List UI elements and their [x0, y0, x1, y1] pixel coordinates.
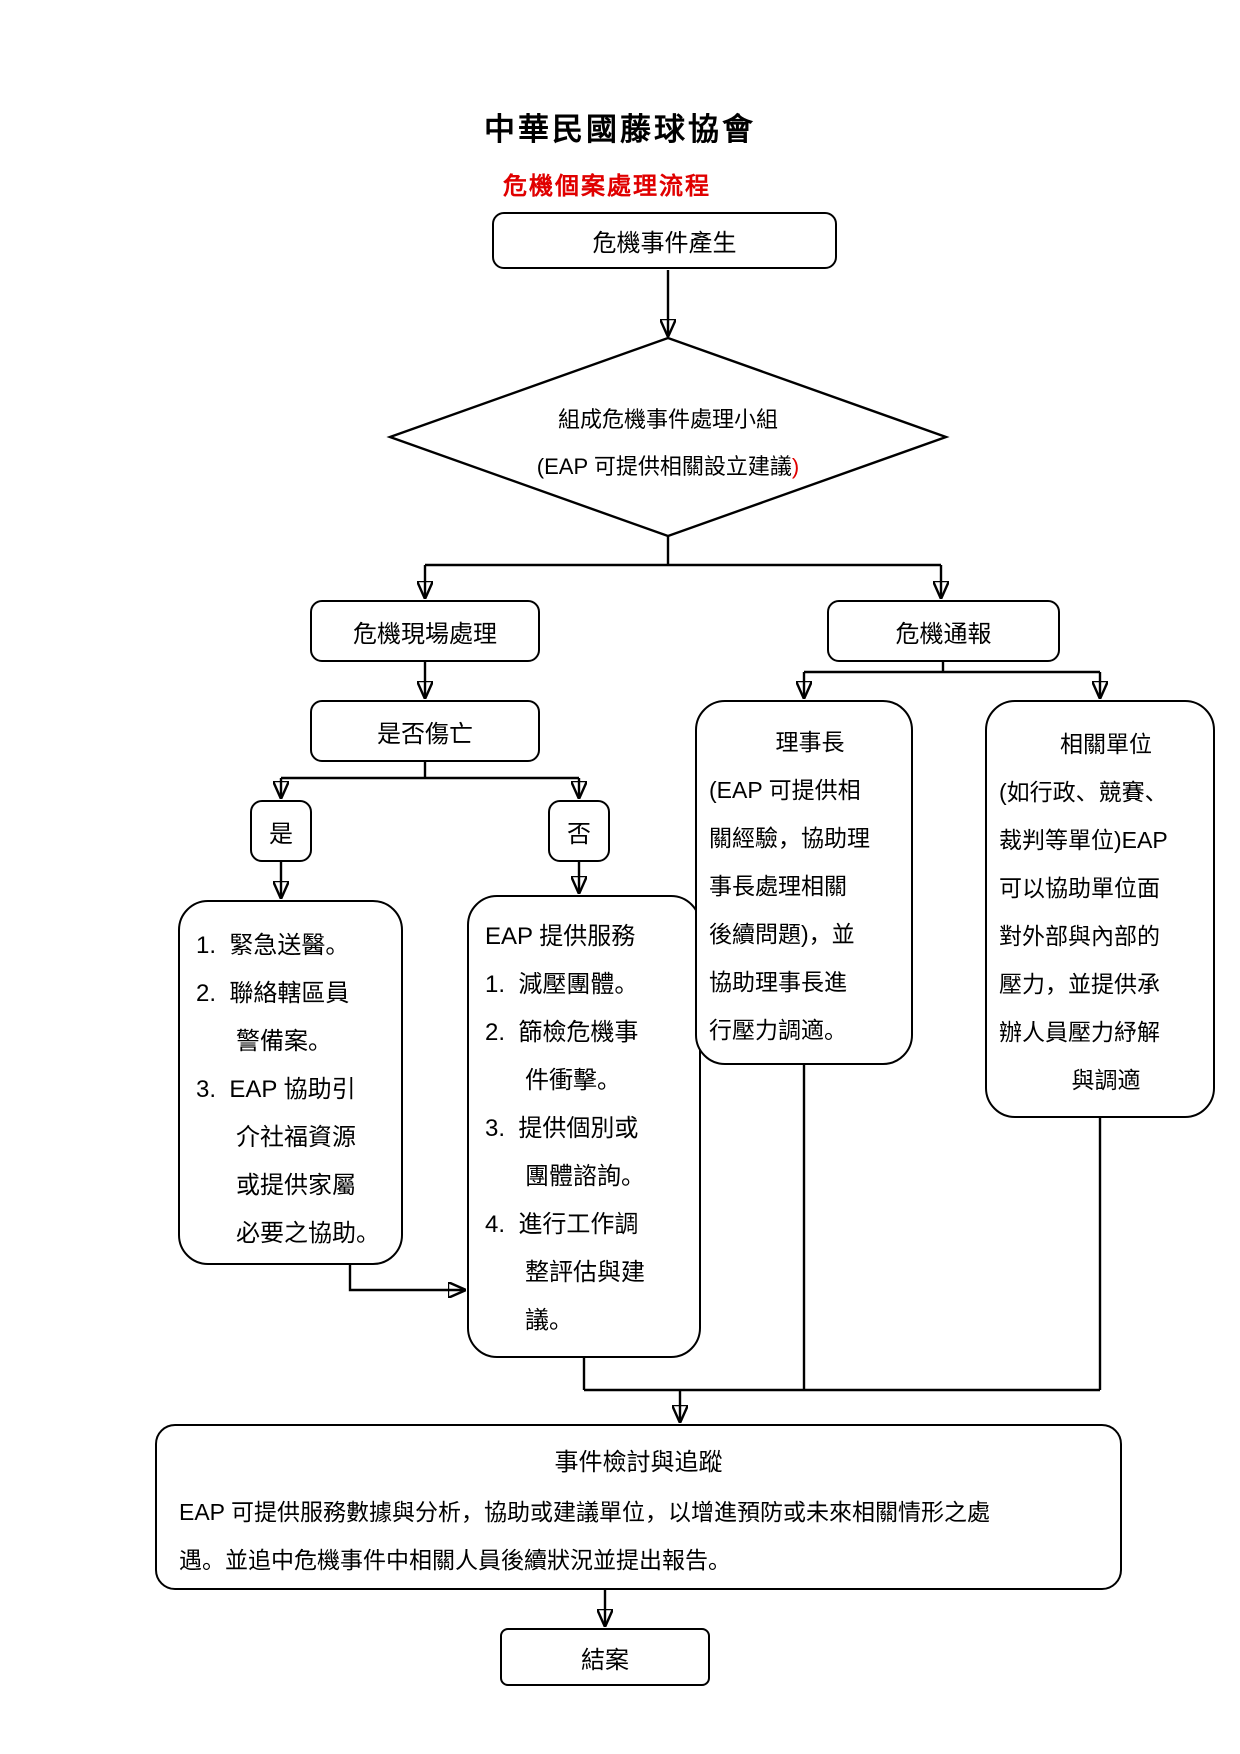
- text-row: 議。: [525, 1307, 573, 1334]
- node-yes-actions: 1. 緊急送醫。 2. 聯絡轄區員警備案。 3. EAP 協助引介社福資源或提供家屬…: [178, 900, 403, 1265]
- node-close-case-label: 結案: [581, 1646, 629, 1674]
- text-row: 1. 緊急送醫。: [196, 932, 350, 959]
- text-row: 相關單位: [1060, 731, 1152, 757]
- node-no-label: 否: [567, 820, 591, 848]
- text-row: 與調適: [1071, 1067, 1141, 1093]
- text-row: (如行政、競賽、: [999, 779, 1168, 805]
- text-row: 可以協助單位面: [999, 875, 1160, 901]
- node-yes: 是: [250, 800, 312, 862]
- node-yes-label: 是: [269, 820, 293, 848]
- text-row: EAP 提供服務: [485, 923, 636, 950]
- node-casualty-question: 是否傷亡: [310, 700, 540, 762]
- text-row: 協助理事長進: [709, 969, 847, 995]
- text-row: 行壓力調適。: [709, 1017, 847, 1043]
- text-row: 2. 篩檢危機事: [485, 1019, 639, 1046]
- decision-line2: (EAP 可提供相關設立建議): [418, 443, 918, 490]
- node-review-followup: 事件檢討與追蹤 EAP 可提供服務數據與分析，協助或建議單位，以增進預防或未來相…: [155, 1424, 1122, 1590]
- text-row: EAP 可提供服務數據與分析，協助或建議單位，以增進預防或未來相關情形之處: [179, 1499, 990, 1525]
- page-subtitle: 危機個案處理流程: [503, 171, 711, 200]
- arrow-actions-to-eap: [348, 1265, 463, 1290]
- text-row: 整評估與建: [525, 1259, 645, 1286]
- node-chairman: 理事長 (EAP 可提供相關經驗，協助理事長處理相關後續問題)，並協助理事長進行壓…: [695, 700, 913, 1065]
- node-casualty-question-label: 是否傷亡: [377, 720, 473, 748]
- node-no: 否: [548, 800, 610, 862]
- text-row: 團體諮詢。: [525, 1163, 645, 1190]
- text-row: 遇。並追中危機事件中相關人員後續狀況並提出報告。: [179, 1547, 731, 1573]
- connector-casualty-split: [281, 762, 579, 780]
- page-title: 中華民國藤球協會: [484, 112, 756, 148]
- review-paragraph: EAP 可提供服務數據與分析，協助或建議單位，以增進預防或未來相關情形之處遇。並…: [157, 1488, 1120, 1584]
- text-row: 辦人員壓力紓解: [999, 1019, 1160, 1045]
- node-onsite-handling-label: 危機現場處理: [353, 620, 497, 648]
- node-crisis-occurs: 危機事件產生: [492, 212, 837, 269]
- decision-line2-paren: ): [791, 454, 800, 479]
- text-row: 關經驗，協助理: [709, 825, 870, 851]
- text-row: 裁判等單位)EAP: [999, 827, 1168, 853]
- text-row: 理事長: [775, 729, 845, 755]
- node-related-units: 相關單位 (如行政、競賽、裁判等單位)EAP 可以協助單位面對外部與內部的壓力，並提…: [985, 700, 1215, 1118]
- decision-diamond-shape: [386, 336, 950, 538]
- text-row: 壓力，並提供承: [999, 971, 1160, 997]
- text-row: (EAP 可提供相: [709, 777, 861, 803]
- text-row: 對外部與內部的: [999, 923, 1160, 949]
- text-row: 2. 聯絡轄區員: [196, 980, 350, 1007]
- text-row: 3. 提供個別或: [485, 1115, 639, 1142]
- text-row: 警備案。: [236, 1028, 332, 1055]
- connector-decision-split: [425, 536, 941, 567]
- decision-line2-main: (EAP 可提供相關設立建議: [536, 454, 792, 479]
- text-row: 件衝擊。: [525, 1067, 621, 1094]
- review-heading: 事件檢討與追蹤: [554, 1449, 723, 1476]
- connector-report-split: [804, 662, 1100, 674]
- text-row: 4. 進行工作調: [485, 1211, 639, 1238]
- node-crisis-occurs-label: 危機事件產生: [592, 230, 737, 257]
- text-row: 或提供家屬: [236, 1172, 356, 1199]
- text-row: 3. EAP 協助引: [196, 1076, 356, 1103]
- node-eap-services: EAP 提供服務 1. 減壓團體。 2. 篩檢危機事件衝擊。 3. 提供個別或團體諮詢…: [467, 895, 701, 1358]
- text-row: 事長處理相關: [709, 873, 847, 899]
- connector-merge-line: [582, 1358, 1100, 1392]
- node-crisis-report: 危機通報: [827, 600, 1060, 662]
- node-decision-text: 組成危機事件處理小組 (EAP 可提供相關設立建議): [418, 396, 918, 490]
- decision-line1: 組成危機事件處理小組: [557, 407, 778, 432]
- node-onsite-handling: 危機現場處理: [310, 600, 540, 662]
- text-row: 介社福資源: [236, 1124, 356, 1151]
- text-row: 1. 減壓團體。: [485, 971, 639, 998]
- node-close-case: 結案: [500, 1628, 710, 1686]
- text-row: 必要之協助。: [236, 1220, 380, 1247]
- node-crisis-report-label: 危機通報: [895, 620, 992, 648]
- text-row: 後續問題)，並: [709, 921, 855, 947]
